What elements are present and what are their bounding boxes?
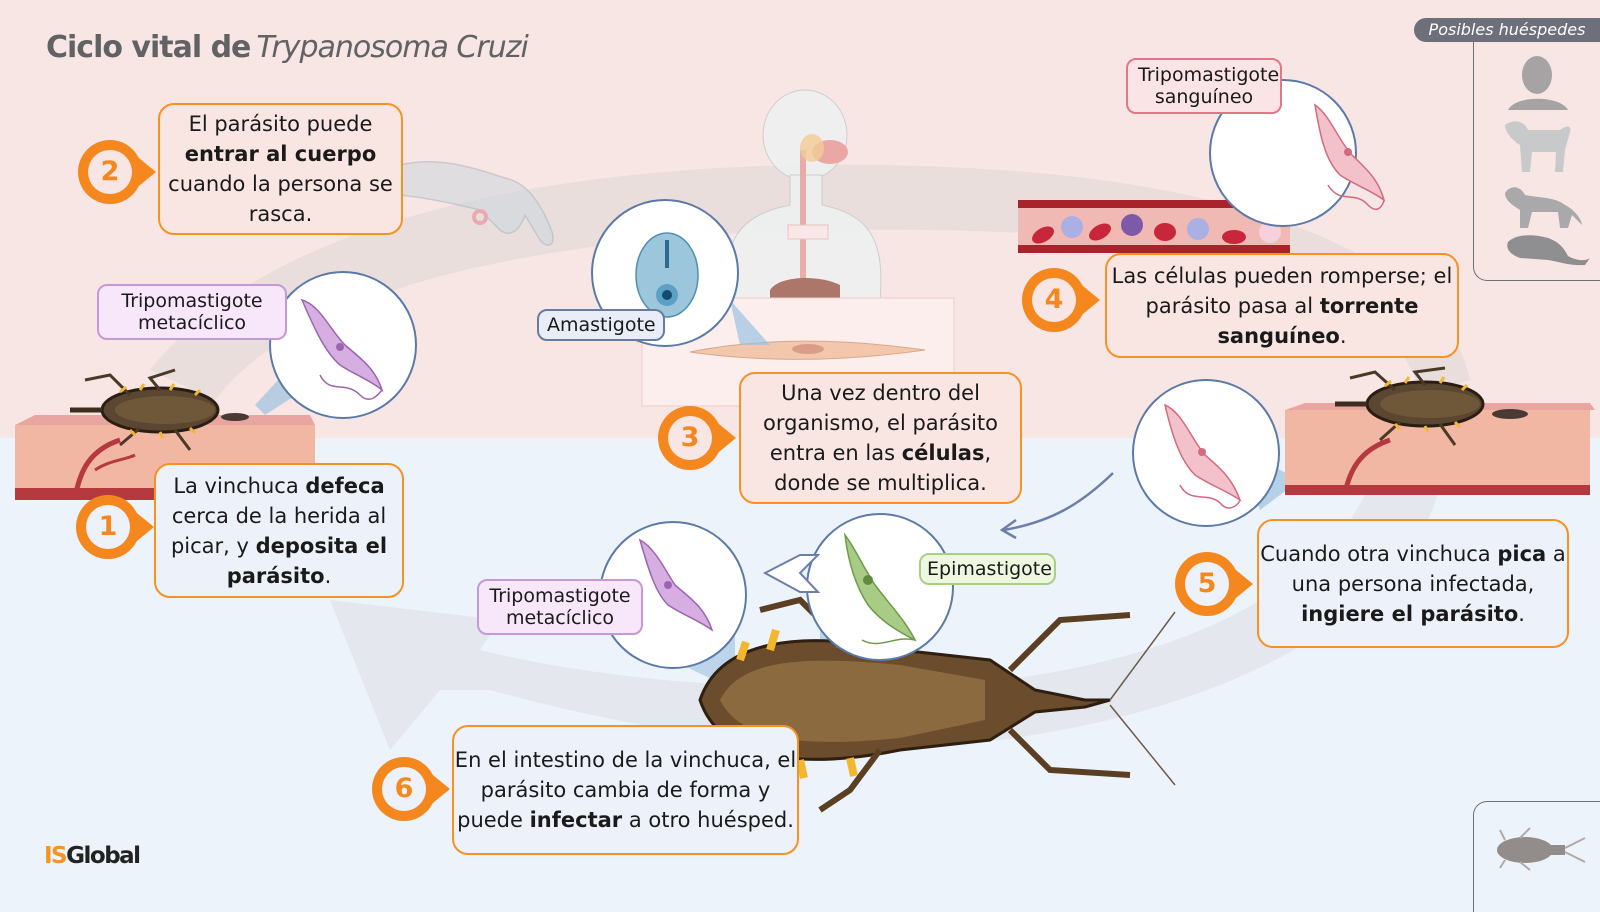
parasite-circle-tripo-sang [1209,79,1386,227]
body-text: a otro huésped. [622,808,794,832]
amastigote-icon [635,232,699,318]
step-6-marker: 6 [372,757,450,821]
step-description: El parásito puede entrar al cuerpo cuand… [160,109,401,229]
body-text: . [1339,323,1347,348]
emphasis-text: células [901,441,985,465]
label-tripomastigote-metaciclico-top: Tripomastigote metacíclico [97,284,287,340]
step-2-marker: 2 [78,140,156,204]
step-description: Las células pueden romperse; el parásito… [1107,261,1457,351]
logo-is: IS [44,843,68,869]
emphasis-text: pica [1497,541,1547,566]
host-dog-icon [1505,121,1571,172]
possible-hosts-tag: Posibles huéspedes [1414,18,1600,42]
kissing-bug-large-icon [698,596,1176,813]
ingestion-arrow-icon [1003,472,1114,532]
title-species: Trypanosoma Cruzi [256,30,528,65]
tripomastigote-metacyclic-gut-icon [638,538,714,632]
human-body-icon [727,89,882,301]
hand-scratching-icon [399,160,554,246]
body-text: . [324,563,332,588]
step-description: En el intestino de la vinchuca, el parás… [454,745,797,835]
body-text: La vinchuca [173,473,306,498]
kissing-bug-left-icon [70,368,220,451]
parasite-circle-tripo-meta-top [269,271,417,419]
step-4-text: Las células pueden romperse; el parásito… [1105,253,1459,358]
emphasis-text: defeca [305,473,385,498]
label-amastigote: Amastigote [537,309,665,341]
body-text: . [1518,601,1525,626]
cycle-band-lower-icon [330,420,1444,750]
host-cat-icon [1505,187,1582,228]
step-5-marker: 5 [1175,552,1253,616]
body-text: El parásito puede [188,112,373,136]
transform-arrow-icon [762,554,821,593]
possible-hosts-panel [1473,42,1600,281]
step-1-marker: 1 [76,495,154,559]
label-epimastigote: Epimastigote [919,553,1056,585]
emphasis-text: entrar al cuerpo [184,142,377,166]
step-4-marker: 4 [1022,268,1100,332]
logo-global: Global [66,843,141,869]
body-text: a una persona infectada, [1291,541,1566,596]
vector-bug-icon [1497,827,1586,871]
body-text: , donde se multiplica. [774,441,992,495]
parasite-circle-ingested [1132,379,1280,527]
step-6-text: En el intestino de la vinchuca, el parás… [452,725,799,855]
host-human-icon [1508,56,1568,110]
title-bold: Ciclo vital de [46,30,251,65]
vector-panel [1473,801,1600,912]
emphasis-text: torrente sanguíneo [1217,293,1419,348]
body-text: cuando la persona se rasca. [168,172,393,226]
emphasis-text: infectar [529,808,623,832]
body-text: Cuando otra vinchuca [1260,541,1498,566]
step-description: Cuando otra vinchuca pica a una persona … [1259,539,1567,629]
parasite-circle-epimastigote [806,513,954,661]
step-description: Una vez dentro del organismo, el parásit… [741,378,1020,498]
body-text: Las células pueden romperse; el parásito… [1111,263,1453,318]
blood-vessel-icon [1018,200,1290,253]
zoom-cone [730,300,770,345]
host-opossum-icon [1507,235,1590,266]
label-tripomastigote-sanguineo: Tripomastigote sanguíneo [1126,58,1282,114]
step-3-marker: 3 [658,406,736,470]
label-tripomastigote-metaciclico-bottom: Tripomastigote metacíclico [477,579,643,635]
emphasis-text: deposita el parásito [226,533,388,588]
emphasis-text: ingiere el parásito [1301,601,1519,626]
step-2-text: El parásito puede entrar al cuerpo cuand… [158,103,403,235]
body-text: En el intestino de la vinchuca, el parás… [454,748,797,832]
body-text: Una vez dentro del organismo, el parásit… [762,381,999,465]
step-5-text: Cuando otra vinchuca pica a una persona … [1257,519,1569,648]
step-description: La vinchuca defeca cerca de la herida al… [156,471,402,591]
step-3-text: Una vez dentro del organismo, el parásit… [739,372,1022,504]
step-1-text: La vinchuca defeca cerca de la herida al… [154,463,404,598]
isglobal-logo: ISGlobal [44,843,141,869]
body-text: cerca de la herida al picar, y [170,503,387,558]
kissing-bug-right-icon [1335,366,1485,446]
